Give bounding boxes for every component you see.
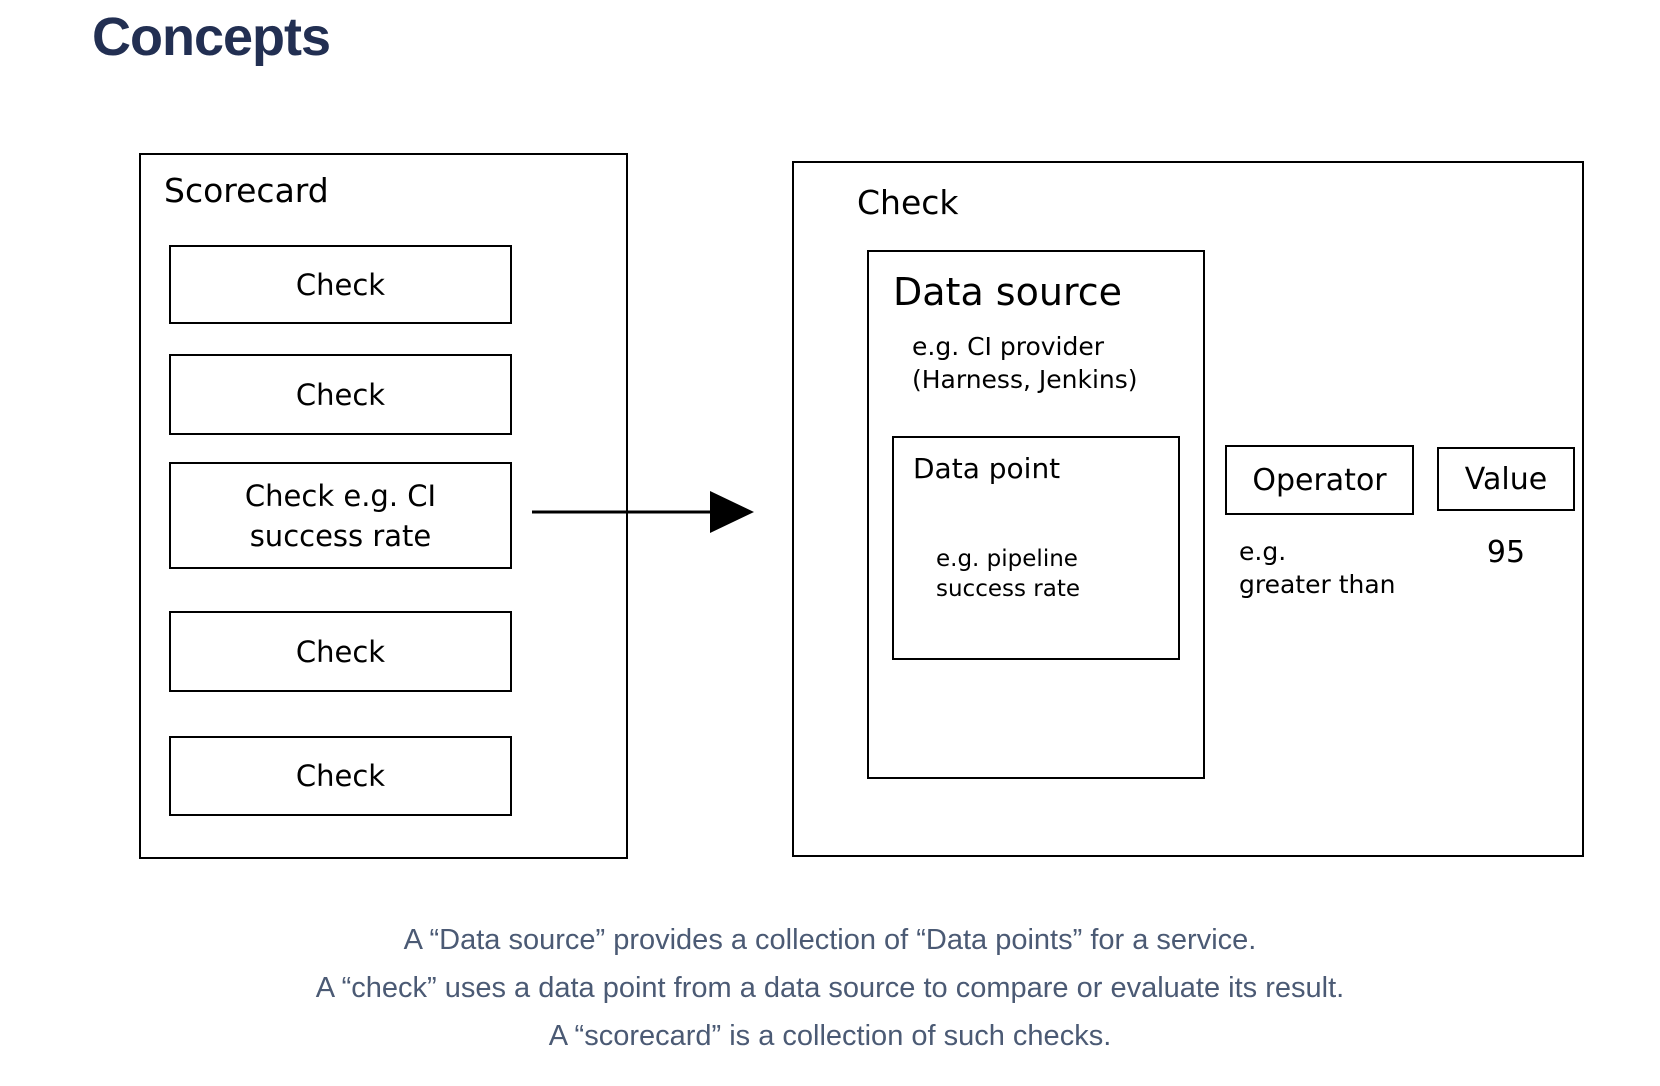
check-item-label: Check — [295, 634, 386, 669]
check-detail-label: Check — [857, 183, 959, 222]
caption: A “Data source” provides a collection of… — [0, 916, 1660, 1060]
check-detail-box: Check Data source e.g. CI provider (Harn… — [792, 161, 1584, 857]
scorecard-check-item: Check — [169, 736, 512, 816]
check-item-label: Check — [295, 267, 386, 302]
scorecard-check-item: Check — [169, 354, 512, 435]
check-item-label: Check e.g. CI success rate — [244, 478, 437, 553]
operator-example: e.g. greater than — [1239, 537, 1396, 599]
scorecard-box: Scorecard Check Check Check e.g. CI succ… — [139, 153, 628, 859]
check-item-label: Check — [295, 377, 386, 412]
caption-line: A “scorecard” is a collection of such ch… — [548, 1020, 1112, 1052]
value-example: 95 — [1486, 535, 1526, 570]
scorecard-check-item: Check — [169, 611, 512, 692]
caption-line: A “Data source” provides a collection of… — [403, 924, 1257, 956]
operator-box: Operator — [1225, 445, 1414, 515]
data-source-label: Data source — [893, 270, 1123, 314]
caption-line: A “check” uses a data point from a data … — [315, 972, 1345, 1004]
value-label: Value — [1464, 461, 1548, 497]
page-title: Concepts — [92, 7, 331, 67]
data-point-label: Data point — [913, 452, 1061, 485]
scorecard-check-item: Check — [169, 245, 512, 324]
data-source-example: e.g. CI provider (Harness, Jenkins) — [912, 332, 1138, 394]
data-point-box: Data point e.g. pipeline success rate — [892, 436, 1180, 660]
check-item-label: Check — [295, 759, 386, 793]
value-box: Value — [1437, 447, 1575, 511]
data-source-box: Data source e.g. CI provider (Harness, J… — [867, 250, 1205, 779]
operator-label: Operator — [1252, 462, 1387, 498]
scorecard-to-check-arrow-icon — [532, 491, 754, 533]
scorecard-check-item-ci-success-rate: Check e.g. CI success rate — [169, 462, 512, 569]
data-point-example: e.g. pipeline success rate — [936, 546, 1080, 602]
scorecard-label: Scorecard — [164, 171, 329, 210]
